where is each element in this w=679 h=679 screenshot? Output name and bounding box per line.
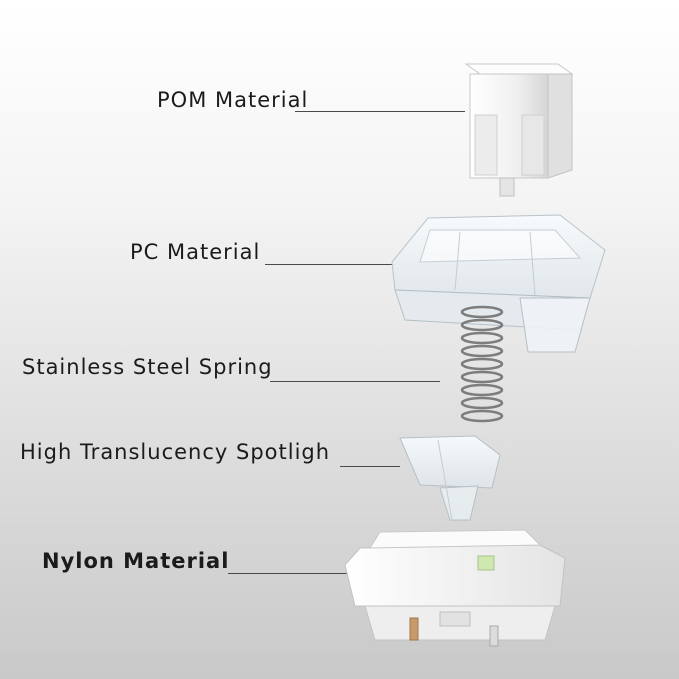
label-nylon-material: Nylon Material [42,549,230,573]
spotlight-light-pipe-part [399,435,501,521]
pom-stem-part [464,63,574,197]
stainless-steel-spring-part [460,305,504,423]
label-stainless-steel-spring: Stainless Steel Spring [22,355,273,379]
leader-line-spring [270,381,440,382]
label-pom-material: POM Material [157,88,309,112]
nylon-bottom-housing-part [344,529,566,647]
leader-line-pom [295,111,465,112]
label-high-translucency-spotlight: High Translucency Spotligh [20,440,331,464]
leader-line-nylon [228,573,353,574]
leader-line-spotlight [340,466,400,467]
pc-top-housing-part [391,214,606,353]
leader-line-pc [265,264,395,265]
label-pc-material: PC Material [130,240,261,264]
